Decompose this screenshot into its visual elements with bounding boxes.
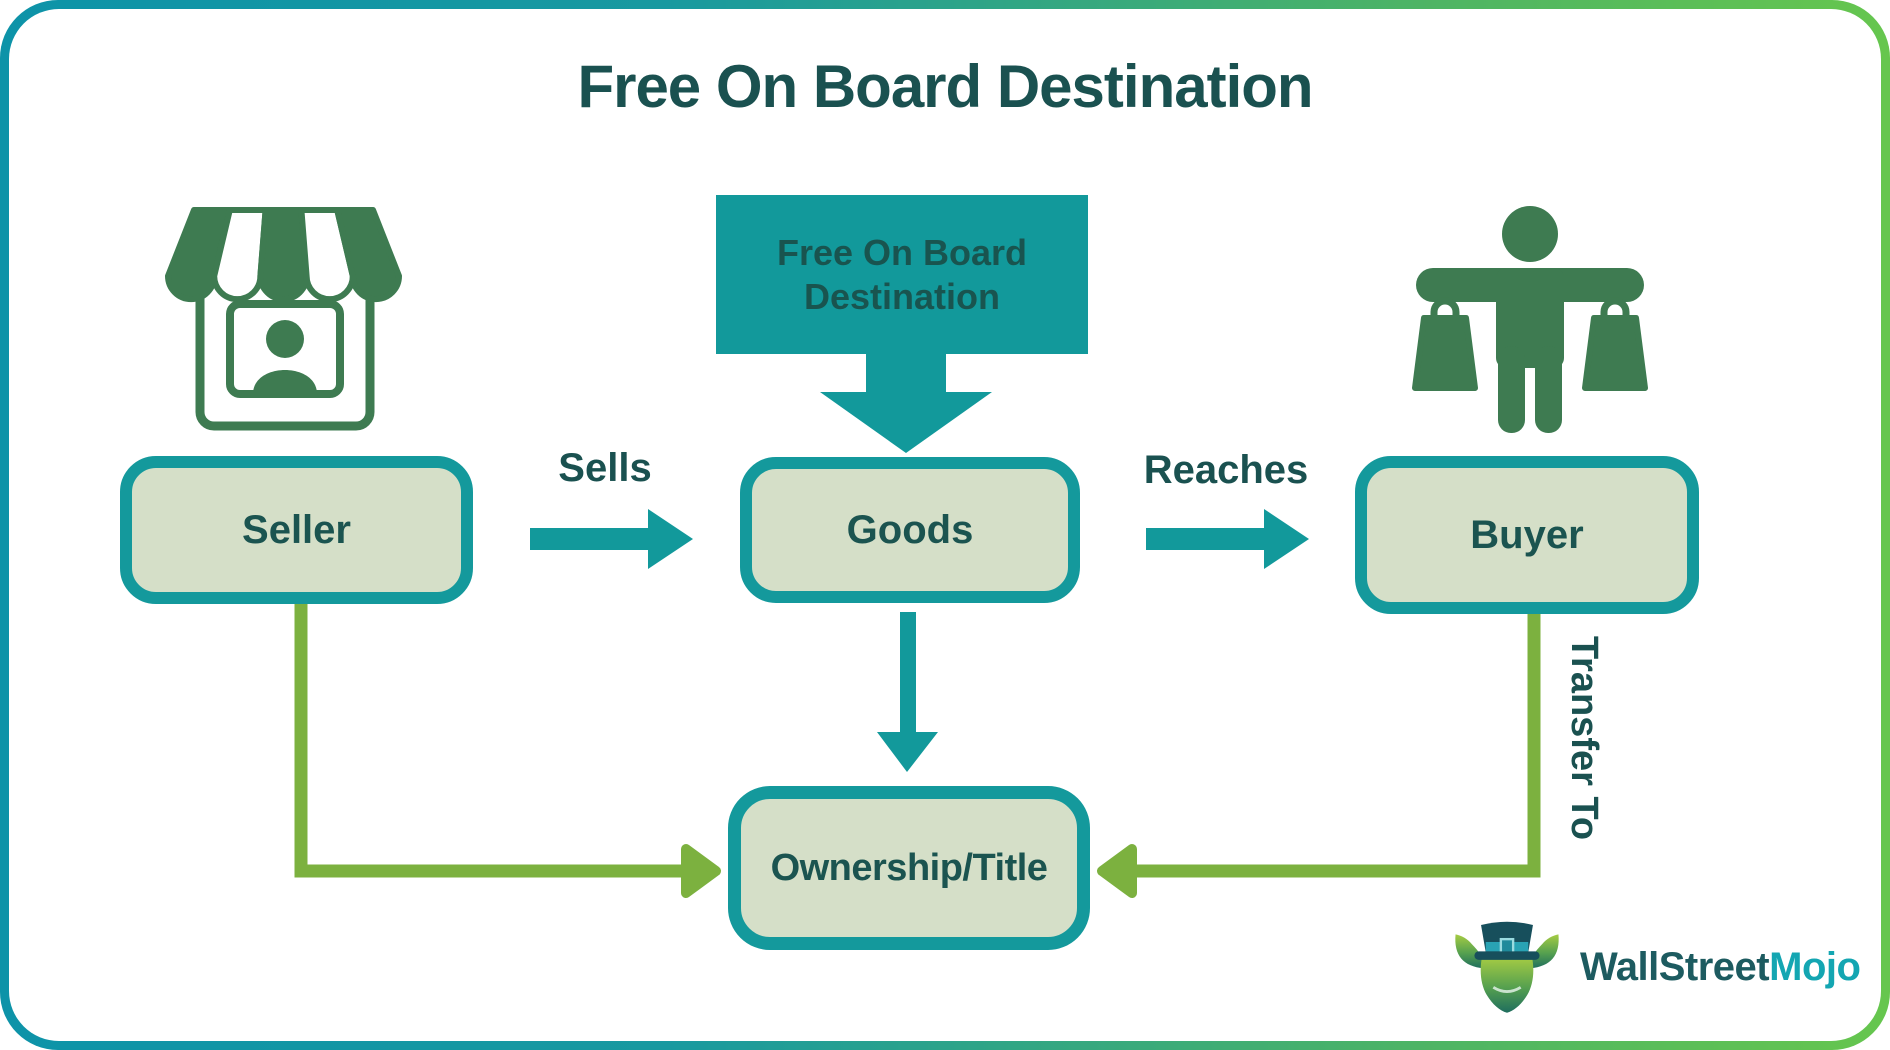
bull-smile: [1492, 986, 1522, 993]
banner-line-1: Free On Board: [776, 231, 1028, 273]
ownership-title-label: Ownership/Title: [770, 846, 1048, 889]
reaches-label: Reaches: [1143, 448, 1309, 492]
hat-brim: [1474, 951, 1540, 960]
banner-line-2: Destination: [803, 275, 1000, 317]
bull-mascot-icon: [1455, 921, 1559, 1013]
wallstreetmojo-logo: WallStreetMojo: [1448, 912, 1868, 1022]
goods-node: Goods: [740, 457, 1080, 603]
fob-destination-banner: Free On Board Destination: [716, 195, 1088, 354]
seller-label: Seller: [242, 507, 351, 552]
transfer-to-label: Transfer To: [1563, 635, 1605, 841]
logo-text-accent: Mojo: [1769, 944, 1861, 989]
sells-label: Sells: [558, 446, 652, 490]
page-title: Free On Board Destination: [577, 53, 1313, 120]
goods-label: Goods: [846, 507, 974, 552]
hat-buckle: [1499, 937, 1515, 955]
seller-node: Seller: [120, 456, 473, 604]
buyer-node: Buyer: [1355, 456, 1699, 614]
ownership-title-node: Ownership/Title: [728, 786, 1090, 950]
logo-wordmark: WallStreetMojo: [1580, 944, 1861, 990]
buyer-label: Buyer: [1470, 512, 1584, 557]
logo-text-primary: WallStreet: [1580, 944, 1770, 989]
